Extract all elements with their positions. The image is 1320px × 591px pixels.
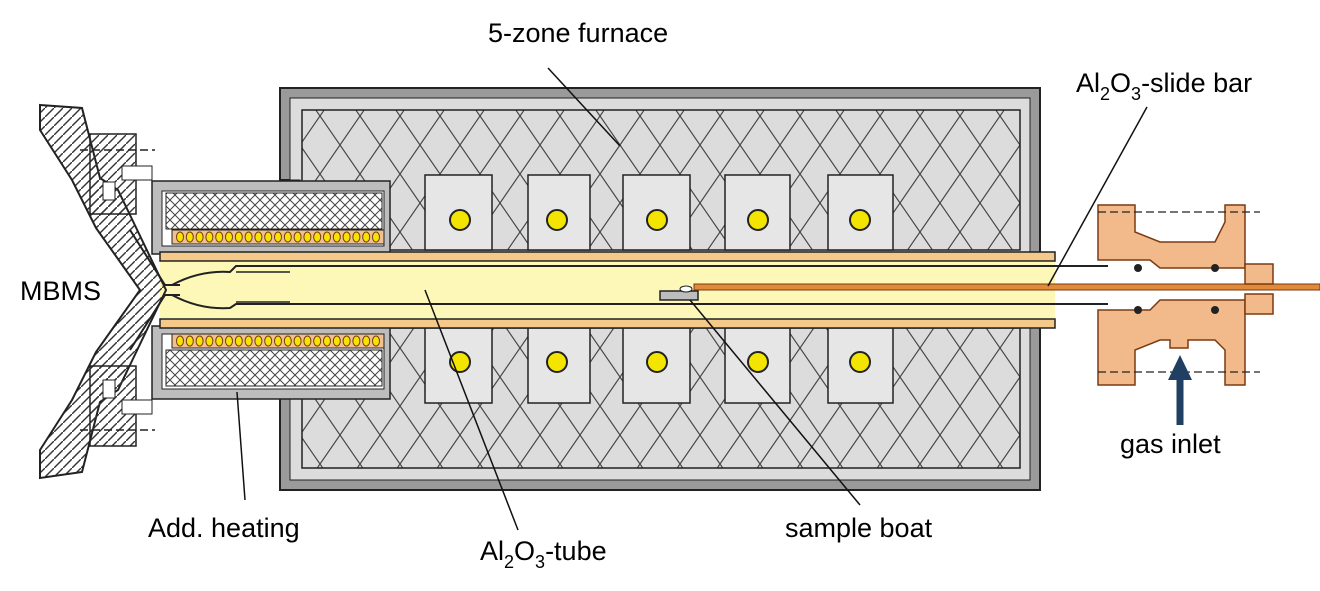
coil-turn [176,335,184,347]
coil-turn [264,231,273,243]
coil-turn [274,335,282,347]
coil-turn [176,231,184,243]
coil-turn [215,231,224,243]
additional-heating-upper [151,180,391,255]
coil-turn [254,335,263,347]
coil-turn [332,335,341,347]
coil-turn [244,231,253,243]
heater-element-3-upper [646,209,668,231]
coil-turn [293,231,302,243]
coil-turn [274,231,282,243]
heater-element-2-lower [546,351,568,373]
coil-turn [303,231,312,243]
coil-turn [283,231,292,243]
coil-turn [205,335,214,347]
coil-turn [254,231,263,243]
coil-turn [323,231,331,243]
alumina-tube [159,251,1108,329]
label-gas-inlet: gas inlet [1120,429,1221,459]
gas-inlet-arrow [1168,355,1192,425]
coil-turn [195,231,204,243]
heater-element-1-upper [449,209,471,231]
coil-turn [323,335,331,347]
heater-element-2-upper [546,209,568,231]
label-add-heating: Add. heating [148,513,300,543]
coil-turn [332,231,341,243]
heater-zones-upper [424,174,894,251]
coil-turn [185,231,194,243]
coil-turn [215,335,224,347]
heater-element-5-upper [849,209,871,231]
coil-turn [313,335,322,347]
coil-turn [372,231,380,243]
label-sample-boat: sample boat [785,513,933,543]
coil-turn [342,335,351,347]
coil-turn [185,335,194,347]
heater-element-4-lower [747,351,769,373]
coil-turn [352,231,361,243]
coil-turn [205,231,214,243]
heater-element-5-lower [849,351,871,373]
label-5-zone-furnace: 5-zone furnace [488,18,668,48]
label-mbms: MBMS [20,276,101,306]
coil-turn [225,335,233,347]
coil-turn [244,335,253,347]
coil-turn [352,335,361,347]
coil-turn [283,335,292,347]
heating-coil [176,231,380,347]
coil-turn [293,335,302,347]
label-al2o3-tube: Al2O3-tube [480,536,607,572]
label-al2o3-slide-bar: Al2O3-slide bar [1076,68,1252,104]
coil-turn [303,335,312,347]
coil-turn [234,231,243,243]
sample-boat [659,285,699,301]
coil-turn [195,335,204,347]
coil-turn [234,335,243,347]
coil-turn [225,231,233,243]
slide-bar [693,283,1320,291]
coil-turn [372,335,380,347]
coil-turn [362,231,371,243]
coil-turn [342,231,351,243]
heater-element-4-upper [747,209,769,231]
coil-turn [264,335,273,347]
coil-turn [362,335,371,347]
coil-turn [313,231,322,243]
heater-element-3-lower [646,351,668,373]
leader-lines [236,67,1148,531]
mbms-flange [39,103,180,480]
gas-flange [1097,204,1274,386]
